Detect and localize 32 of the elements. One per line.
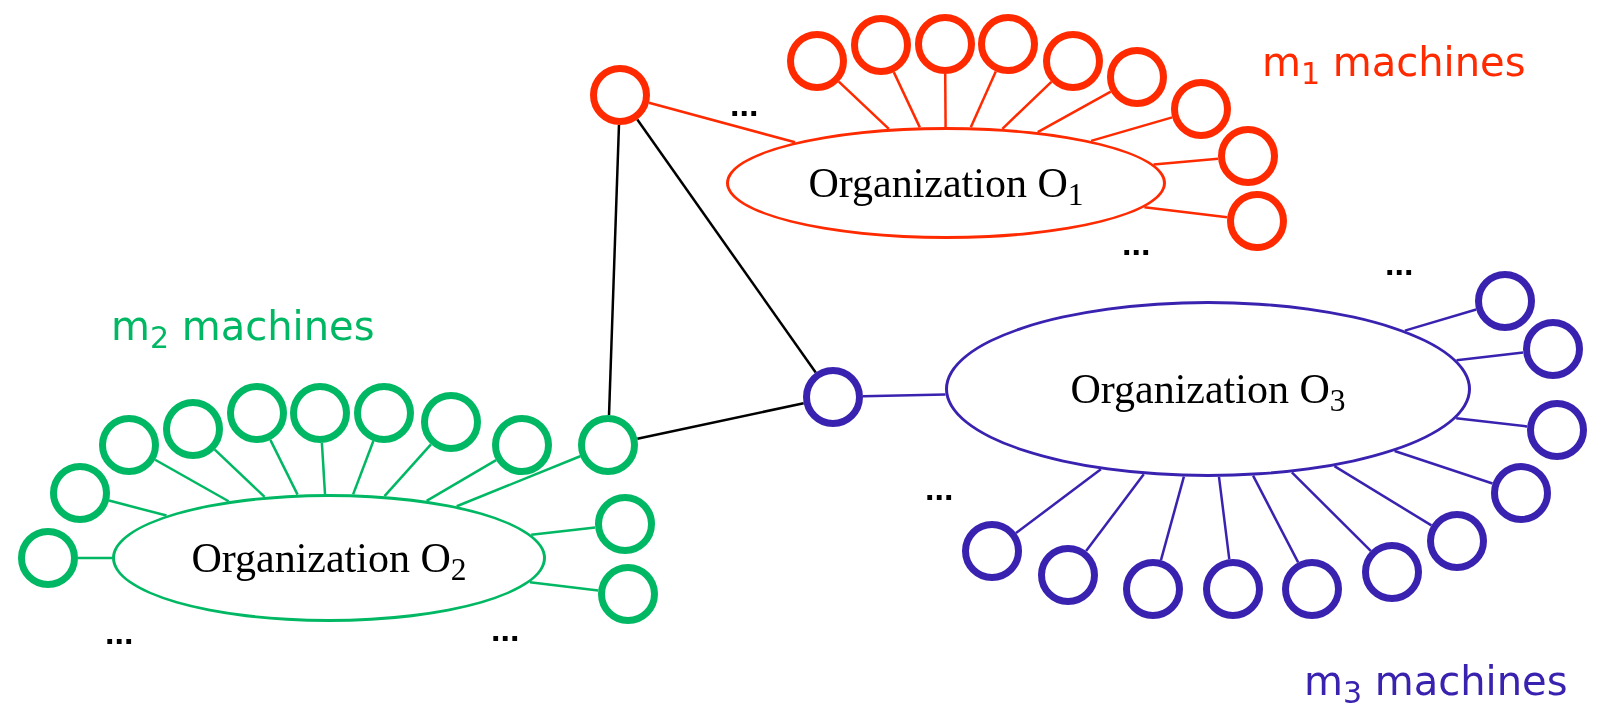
connector-line [529,580,599,592]
connector-line [1159,476,1186,561]
connector-line [1090,116,1173,143]
connector-line [1456,351,1524,362]
ellipsis-mark: ... [1122,226,1151,260]
connector-line [1456,416,1528,428]
connector-line [637,402,804,440]
organization-name: Organization O$_{2}$ [191,537,467,579]
connector-line [320,442,327,495]
organization-name: Organization O$_{3}$ [1070,368,1346,410]
group-label: m$_{3}$ machines [1304,661,1568,701]
connector-line [1144,206,1228,219]
connector-line [862,393,946,398]
connector-line [531,526,596,536]
connector-line [108,499,167,517]
connector-line [607,124,621,416]
ellipsis-mark: ... [1385,246,1414,280]
ellipsis-mark: ... [730,87,759,121]
connector-line [1291,471,1372,552]
connector-line [1394,449,1493,485]
connector-line [943,74,947,127]
organization-name: Organization O$_{1}$ [808,162,1084,204]
connector-line [1153,157,1219,166]
connector-line [648,101,796,144]
connector-line [78,556,112,560]
connector-line [1217,476,1231,560]
group-label: m$_{2}$ machines [111,306,375,346]
group-label: m$_{1}$ machines [1262,42,1526,82]
ellipsis-mark: ... [925,471,954,505]
ellipsis-mark: ... [105,615,134,649]
ellipsis-mark: ... [491,612,520,646]
connector-line [1404,308,1477,332]
